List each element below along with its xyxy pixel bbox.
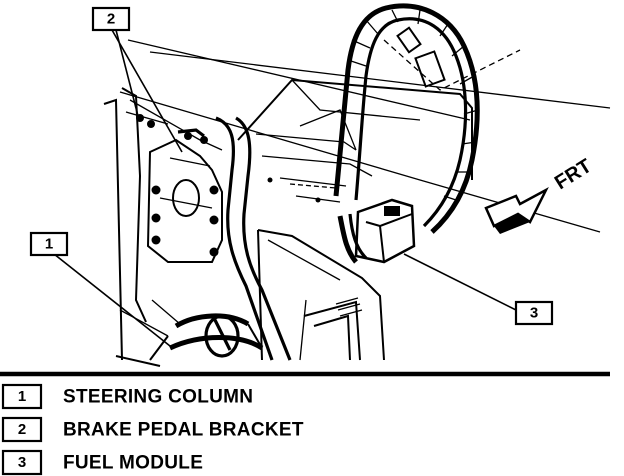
callout-2-leader [111, 29, 183, 153]
legend-item-2-box [1, 416, 43, 443]
legend-item-3-box [1, 449, 43, 476]
front-direction-label: FRT [551, 155, 596, 194]
legend-item-3: 3 FUEL MODULE [1, 449, 203, 476]
legend-item-1: 1 STEERING COLUMN [1, 383, 253, 410]
callout-3-number: 3 [530, 305, 538, 322]
callout-1-box [29, 231, 69, 257]
dash-panel [103, 87, 223, 367]
brake-pedal-bracket [136, 114, 223, 263]
steering-column [119, 299, 264, 361]
callout-2-box [91, 6, 131, 32]
legend: 1 STEERING COLUMN 2 BRAKE PEDAL BRACKET … [1, 383, 304, 476]
legend-item-2-label: BRAKE PEDAL BRACKET [63, 420, 304, 441]
floor-structure [237, 78, 473, 203]
callout-3-leader [403, 253, 521, 313]
legend-item-1-box [1, 383, 43, 410]
callout-1-number: 1 [45, 236, 53, 253]
wiring-harness [333, 3, 521, 234]
callouts: 2 1 3 [29, 6, 554, 347]
brake-pedal-arm [215, 116, 292, 361]
callout-3-box [514, 300, 554, 326]
legend-item-1-label: STEERING COLUMN [63, 387, 253, 408]
legend-item-3-label: FUEL MODULE [63, 453, 203, 474]
legend-item-2-number: 2 [18, 421, 26, 438]
callout-1-leader [53, 253, 171, 347]
front-direction-arrow: FRT [484, 155, 596, 234]
legend-item-2: 2 BRAKE PEDAL BRACKET [1, 416, 304, 443]
legend-item-3-number: 3 [18, 454, 26, 471]
legend-item-1-number: 1 [18, 388, 26, 405]
fuel-module [337, 198, 416, 264]
center-console [257, 229, 385, 361]
callout-2-number: 2 [107, 11, 115, 28]
callout-2-leader [115, 29, 139, 117]
